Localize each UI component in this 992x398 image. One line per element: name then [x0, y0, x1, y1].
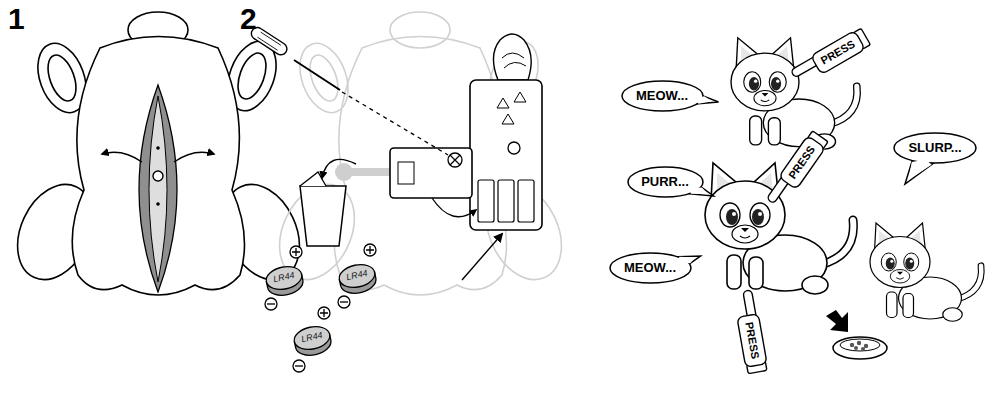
button-cell: LR44: [291, 322, 333, 353]
sound-text: SLURP...: [908, 141, 961, 155]
sound-text: PURR...: [641, 175, 689, 189]
press-hand: PRESS: [810, 29, 867, 75]
sound-text: MEOW...: [636, 89, 688, 103]
press-hand: PRESS: [736, 312, 768, 367]
step-number: 2: [240, 4, 257, 34]
step-2-battery-change: [249, 12, 576, 372]
polarity-symbols: [265, 244, 376, 372]
speech-bubble: SLURP...: [893, 132, 977, 164]
sound-text: MEOW...: [624, 261, 676, 275]
step-number: 1: [8, 4, 25, 34]
step-1-plush-back: [3, 12, 314, 295]
speech-bubble: PURR...: [627, 166, 704, 198]
speech-bubble: MEOW...: [621, 80, 704, 112]
speech-bubble: MEOW...: [609, 252, 692, 284]
plush-cat-figures: [705, 38, 981, 359]
button-cell: LR44: [336, 260, 378, 291]
